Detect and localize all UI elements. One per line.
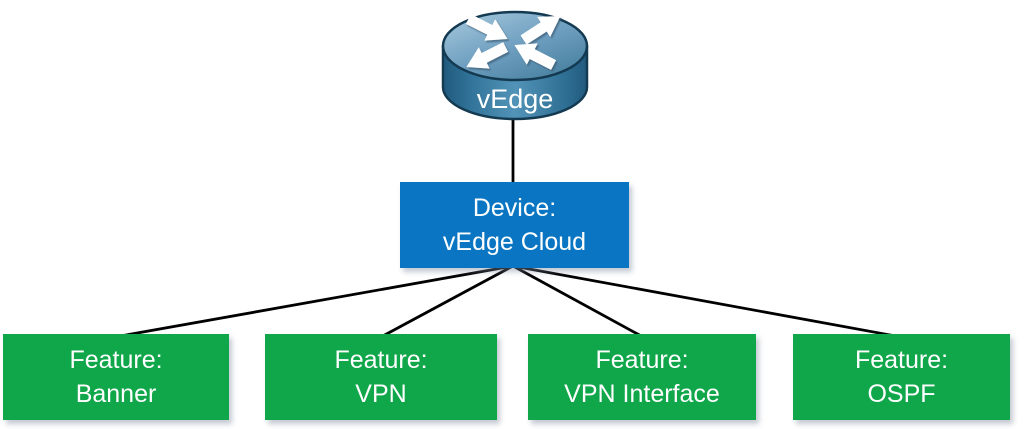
router-label: vEdge [477,84,554,114]
feature-ospf-line1: Feature: [854,346,949,374]
edge-device-to-vpn-interface [512,264,644,339]
device-box-line1: Device: [472,194,557,222]
edge-device-to-banner [114,264,514,339]
feature-box-vpn-interface: Feature: VPN Interface [528,334,756,420]
feature-ospf-line2: OSPF [867,380,936,408]
feature-vpn-line2: VPN [355,380,407,408]
feature-box-vpn: Feature: VPN [265,334,497,420]
edge-device-to-vpn [380,264,514,339]
feature-banner-line2: Banner [75,380,157,408]
edge-device-to-ospf [512,264,902,339]
feature-vpn-interface-line2: VPN Interface [564,380,720,408]
feature-box-ospf: Feature: OSPF [793,334,1010,420]
device-template-box: Device: vEdge Cloud [400,182,629,268]
device-box-line2: vEdge Cloud [442,228,587,256]
feature-box-banner: Feature: Banner [3,334,229,420]
vedge-router-icon: vEdge [438,2,590,124]
feature-vpn-line1: Feature: [334,346,428,374]
feature-vpn-interface-line1: Feature: [595,346,689,374]
feature-banner-line1: Feature: [69,346,163,374]
